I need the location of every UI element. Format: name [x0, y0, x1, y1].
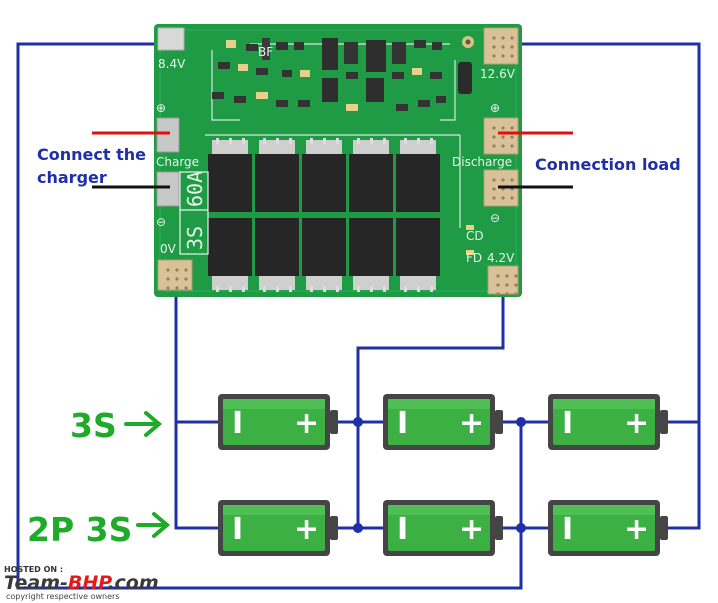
mosfet: [349, 218, 393, 292]
model-box: [179, 171, 209, 255]
label-0v: 0V: [160, 242, 177, 256]
model-3s: 3S: [183, 226, 207, 250]
junction-dot: [516, 523, 526, 533]
junction-dot: [353, 523, 363, 533]
watermark: HOSTED ON : Team-BHP.com copyright respe…: [4, 565, 159, 601]
battery-cell: I+: [218, 394, 338, 450]
watermark-brand: Team-BHP.com: [4, 572, 159, 594]
wire-0v-left-rail: [174, 270, 218, 530]
label-8-4v: 8.4V: [158, 57, 186, 71]
lead-wires: [92, 131, 573, 189]
battery-plus-mark: +: [624, 406, 649, 441]
label-12-6v: 12.6V: [480, 67, 516, 81]
pad-charge-plus: [156, 117, 180, 153]
wire-42v-junction: [356, 270, 505, 528]
junction-dot: [516, 417, 526, 427]
wire-126v-right-loop: [497, 42, 701, 530]
battery-cell: I+: [548, 394, 668, 450]
battery-cell: I+: [383, 394, 503, 450]
battery-plus-mark: +: [459, 512, 484, 547]
model-60a: 60A: [183, 171, 207, 207]
label-discharge: Discharge: [452, 155, 512, 169]
silk-cd: CD: [466, 229, 484, 243]
watermark-hosted: HOSTED ON :: [4, 565, 63, 574]
battery-cells: I+I+I+I+I+I+: [218, 394, 668, 556]
label-charge: Charge: [156, 155, 199, 169]
battery-minus-mark: I: [397, 406, 408, 441]
battery-plus-mark: +: [459, 406, 484, 441]
charge-plus-symbol: ⊕: [156, 101, 166, 115]
mosfet: [255, 218, 299, 292]
battery-minus-mark: I: [562, 406, 573, 441]
row1-arrow-icon: [124, 411, 163, 437]
row2-label: 2P 3S: [27, 510, 132, 549]
pcb-pads: [156, 27, 519, 296]
label-4-2v: 4.2V: [487, 251, 515, 265]
battery-cell: I+: [548, 500, 668, 556]
silk-bf: BF: [258, 45, 273, 59]
mosfet: [349, 138, 393, 212]
battery-cell: I+: [218, 500, 338, 556]
mosfet: [302, 138, 346, 212]
mosfet: [396, 138, 440, 212]
mosfet: [396, 218, 440, 292]
battery-plus-mark: +: [294, 512, 319, 547]
pad-8-4v: [157, 27, 185, 51]
junction-dot: [353, 417, 363, 427]
silk-fd: FD: [466, 251, 482, 265]
load-label: Connection load: [535, 155, 681, 174]
battery-minus-mark: I: [232, 512, 243, 547]
mosfet: [208, 138, 252, 212]
pad-charge-minus: [156, 171, 180, 207]
pad-4-2v: [487, 265, 519, 295]
smd-components: [212, 36, 474, 255]
row1-label: 3S: [70, 406, 117, 445]
pad-0v: [157, 259, 193, 291]
bms-pcb-board: BF CD FD 8.4V 12.6V 0V 4.2V Charge Disch…: [154, 24, 522, 297]
discharge-minus-symbol: ⊖: [490, 211, 500, 225]
battery-minus-mark: I: [562, 512, 573, 547]
watermark-copyright: copyright respective owners: [6, 592, 120, 601]
battery-minus-mark: I: [232, 406, 243, 441]
mosfet: [208, 218, 252, 292]
charge-minus-symbol: ⊖: [156, 215, 166, 229]
row2-arrow-icon: [136, 512, 171, 538]
discharge-plus-symbol: ⊕: [490, 101, 500, 115]
mosfet-array: [208, 138, 440, 292]
wire-junctions: [353, 417, 526, 533]
mosfet: [255, 138, 299, 212]
battery-minus-mark: I: [397, 512, 408, 547]
charger-label-line1: Connect the: [37, 145, 146, 164]
battery-cell: I+: [383, 500, 503, 556]
battery-plus-mark: +: [624, 512, 649, 547]
charger-label-line2: charger: [37, 168, 107, 187]
battery-plus-mark: +: [294, 406, 319, 441]
mosfet: [302, 218, 346, 292]
